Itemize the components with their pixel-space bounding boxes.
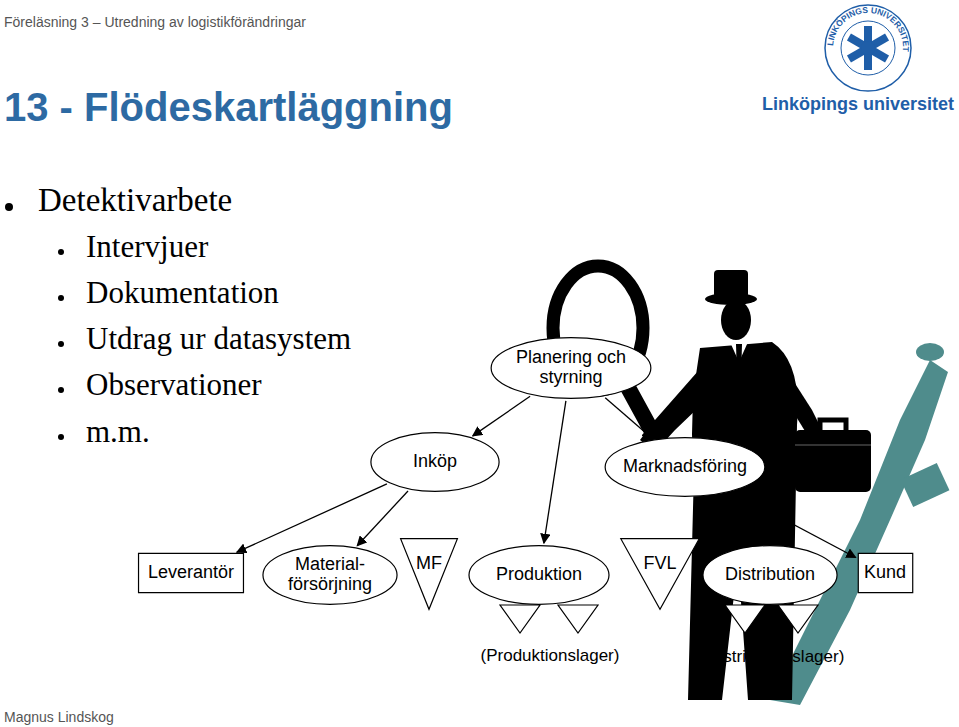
node-text: Planering och styrning bbox=[509, 348, 633, 388]
bullet-text: Utdrag ur datasystem bbox=[86, 321, 351, 357]
flow-arrow bbox=[473, 396, 530, 436]
node-text: Leverantör bbox=[148, 563, 234, 583]
bullet-text: m.m. bbox=[86, 414, 150, 450]
flow-arrow bbox=[544, 401, 566, 543]
slide-title: 13 - Flödeskartläggning bbox=[4, 84, 453, 130]
stock-triangle: FVL bbox=[620, 538, 700, 610]
actor-box: Leverantör bbox=[138, 553, 244, 593]
node-text: Inköp bbox=[413, 452, 457, 472]
logo-crystal bbox=[847, 26, 889, 70]
bullet-dot bbox=[5, 203, 13, 211]
process-ellipse: Produktion bbox=[468, 545, 610, 605]
function-ellipse: Marknadsföring bbox=[604, 437, 766, 497]
bullet-dot bbox=[58, 434, 64, 440]
stock-triangle: MF bbox=[400, 538, 458, 610]
slide-header: Föreläsning 3 – Utredning av logistikför… bbox=[4, 14, 306, 30]
node-text: MF bbox=[416, 554, 442, 574]
flow-arrow bbox=[605, 398, 652, 438]
logo-ring-text: LINKÖPINGS UNIVERSITET bbox=[825, 5, 911, 53]
logo-text: Linköpings universitet bbox=[762, 94, 954, 115]
process-ellipse: Distribution bbox=[702, 545, 838, 605]
logo-ring bbox=[825, 5, 911, 91]
bullet-dot bbox=[58, 295, 64, 301]
bullet-text: Observationer bbox=[86, 367, 262, 403]
logo-emblem: LINKÖPINGS UNIVERSITET bbox=[825, 5, 911, 91]
planning-ellipse: Planering och styrning bbox=[490, 337, 652, 399]
bullet-text: Dokumentation bbox=[86, 275, 279, 311]
actor-box: Kund bbox=[858, 553, 913, 593]
stock-label: (Distributionslager) bbox=[702, 647, 845, 667]
process-ellipse: Material- försörjning bbox=[262, 545, 398, 605]
node-text: Distribution bbox=[725, 565, 815, 585]
node-text: Material- försörjning bbox=[278, 555, 382, 595]
stock-triangle-outline bbox=[400, 538, 458, 610]
stock-label: (Produktionslager) bbox=[481, 646, 620, 666]
function-ellipse: Inköp bbox=[370, 432, 500, 492]
node-text: Kund bbox=[864, 563, 906, 583]
flow-arrow bbox=[709, 497, 747, 545]
logo-ring-text: LINKÖPINGS UNIVERSITET bbox=[825, 5, 911, 53]
node-text: FVL bbox=[643, 554, 676, 574]
bullet-dot bbox=[58, 387, 64, 393]
flow-arrow bbox=[357, 491, 408, 546]
node-text: Produktion bbox=[496, 565, 582, 585]
stock-triangle-outline bbox=[620, 538, 700, 610]
bullet-text: Detektivarbete bbox=[38, 182, 232, 220]
node-text: Marknadsföring bbox=[623, 457, 747, 477]
bullet-dot bbox=[58, 341, 64, 347]
logo-inner-ring bbox=[841, 21, 895, 75]
author-footer: Magnus Lindskog bbox=[4, 709, 114, 725]
small-stock-triangles bbox=[500, 605, 818, 633]
flow-arrow bbox=[237, 484, 387, 552]
bullet-dot bbox=[58, 249, 64, 255]
bullet-text: Intervjuer bbox=[86, 229, 208, 265]
